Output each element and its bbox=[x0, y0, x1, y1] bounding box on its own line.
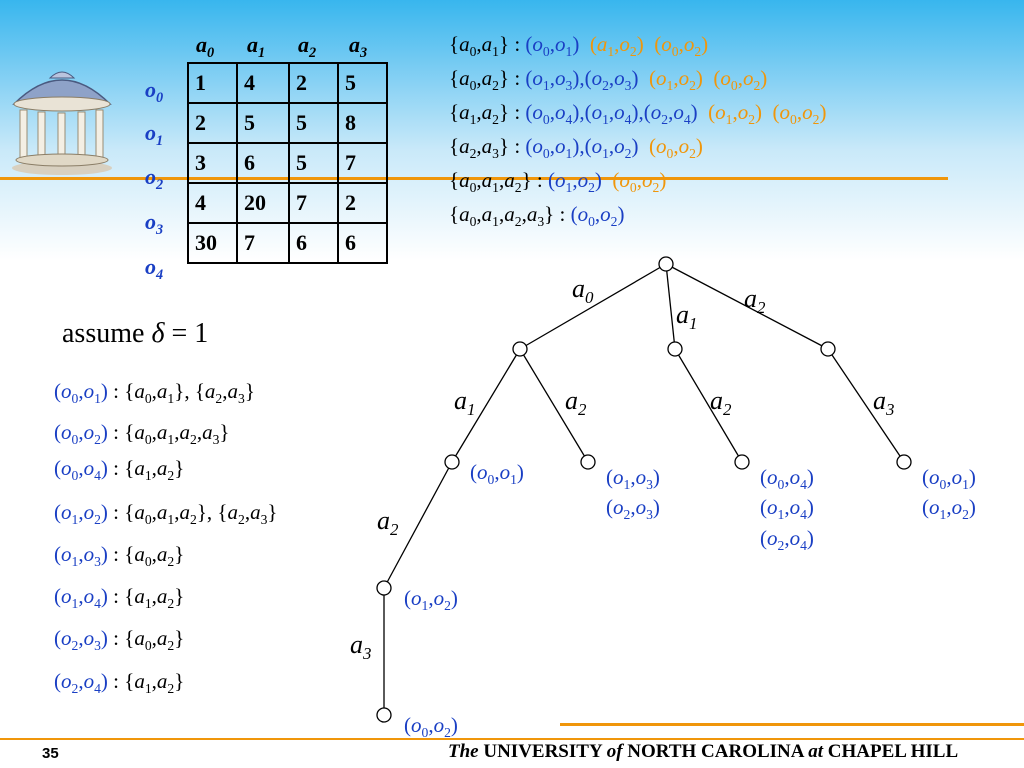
page-number: 35 bbox=[42, 745, 59, 762]
pair-line-7: (o2,o4) : {a1,a2} bbox=[54, 669, 185, 696]
leaf-a2a3-pairs: (o0,o1)(o1,o2) bbox=[922, 465, 976, 523]
row-header-o4: o4 bbox=[145, 254, 164, 283]
attr-set-line-1: {a0,a2} : (o1,o3),(o2,o3) (o1,o2) (o0,o2… bbox=[449, 66, 768, 93]
table-cell: 30 bbox=[187, 222, 238, 264]
tree-node-a0 bbox=[512, 341, 528, 357]
old-well-icon bbox=[12, 71, 112, 175]
table-cell: 5 bbox=[288, 142, 339, 184]
table-cell: 4 bbox=[236, 62, 290, 104]
tree-node-a2a3 bbox=[896, 454, 912, 470]
tree-node-a0a1 bbox=[444, 454, 460, 470]
tree-node-a0a1a2a3 bbox=[376, 707, 392, 723]
table-cell: 8 bbox=[337, 102, 388, 144]
leaf-a1a2-pairs: (o0,o4)(o1,o4)(o2,o4) bbox=[760, 465, 814, 553]
pair-line-5: (o1,o4) : {a1,a2} bbox=[54, 584, 185, 611]
university-footer: The UNIVERSITY of NORTH CAROLINA at CHAP… bbox=[448, 741, 959, 762]
table-cell: 7 bbox=[337, 142, 388, 184]
tree-node-a0a1a2 bbox=[376, 580, 392, 596]
orange-rule-bottom bbox=[560, 723, 1024, 726]
pair-line-6: (o2,o3) : {a0,a2} bbox=[54, 626, 185, 653]
attr-set-line-5: {a0,a1,a2,a3} : (o0,o2) bbox=[449, 202, 625, 229]
row-header-o0: o0 bbox=[145, 77, 164, 106]
pair-line-3: (o1,o2) : {a0,a1,a2}, {a2,a3} bbox=[54, 500, 278, 527]
table-cell: 6 bbox=[337, 222, 388, 264]
row-header-o2: o2 bbox=[145, 164, 164, 193]
col-header-a3: a3 bbox=[349, 32, 368, 61]
edge-label-a2-top: a2 bbox=[744, 284, 766, 317]
pair-line-4: (o1,o3) : {a0,a2} bbox=[54, 542, 185, 569]
edge-label-a1-top: a1 bbox=[676, 300, 698, 333]
table-cell: 5 bbox=[288, 102, 339, 144]
leaf-a0a2-pairs: (o1,o3)(o2,o3) bbox=[606, 465, 660, 523]
edge-label-a3-low: a3 bbox=[350, 630, 372, 663]
tree-node-a1 bbox=[667, 341, 683, 357]
tree-node-a0a2 bbox=[580, 454, 596, 470]
table-cell: 1 bbox=[187, 62, 238, 104]
tree-node-a2 bbox=[820, 341, 836, 357]
pair-line-0: (o0,o1) : {a0,a1}, {a2,a3} bbox=[54, 379, 255, 406]
col-header-a1: a1 bbox=[247, 32, 266, 61]
table-cell: 4 bbox=[187, 182, 238, 224]
table-cell: 2 bbox=[187, 102, 238, 144]
leaf-a0a1a2-pairs: (o1,o2) bbox=[404, 586, 458, 613]
table-cell: 3 bbox=[187, 142, 238, 184]
orange-rule-footer bbox=[0, 738, 1024, 740]
table-cell: 2 bbox=[337, 182, 388, 224]
tree-node-a1a2 bbox=[734, 454, 750, 470]
attr-set-line-3: {a2,a3} : (o0,o1),(o1,o2) (o0,o2) bbox=[449, 134, 703, 161]
leaf-a0a1-pairs: (o0,o1) bbox=[470, 460, 524, 487]
table-cell: 6 bbox=[236, 142, 290, 184]
pair-line-1: (o0,o2) : {a0,a1,a2,a3} bbox=[54, 420, 230, 447]
leaf-a0a1a2a3-pairs: (o0,o2) bbox=[404, 713, 458, 740]
table-cell: 5 bbox=[236, 102, 290, 144]
attr-set-line-4: {a0,a1,a2} : (o1,o2) (o0,o2) bbox=[449, 168, 667, 195]
pair-line-2: (o0,o4) : {a1,a2} bbox=[54, 456, 185, 483]
edge-label-a1-mid: a1 bbox=[454, 386, 476, 419]
orange-rule-top bbox=[0, 177, 948, 180]
tree-node-root bbox=[658, 256, 674, 272]
edge-label-a0: a0 bbox=[572, 274, 594, 307]
col-header-a2: a2 bbox=[298, 32, 317, 61]
old-well-logo bbox=[6, 60, 118, 176]
table-cell: 2 bbox=[288, 62, 339, 104]
table-cell: 7 bbox=[236, 222, 290, 264]
edge-label-a2-mid-right: a2 bbox=[710, 386, 732, 419]
attr-set-line-0: {a0,a1} : (o0,o1) (a1,o2) (o0,o2) bbox=[449, 32, 709, 59]
attr-set-line-2: {a1,a2} : (o0,o4),(o1,o4),(o2,o4) (o1,o2… bbox=[449, 100, 827, 127]
edge-label-a2-mid-left: a2 bbox=[565, 386, 587, 419]
row-header-o1: o1 bbox=[145, 120, 164, 149]
table-cell: 6 bbox=[288, 222, 339, 264]
edge-label-a3-mid: a3 bbox=[873, 386, 895, 419]
table-cell: 5 bbox=[337, 62, 388, 104]
edge-label-a2-low: a2 bbox=[377, 506, 399, 539]
table-cell: 7 bbox=[288, 182, 339, 224]
col-header-a0: a0 bbox=[196, 32, 215, 61]
row-header-o3: o3 bbox=[145, 209, 164, 238]
table-cell: 20 bbox=[236, 182, 290, 224]
assume-delta: assume δ = 1 bbox=[62, 318, 209, 349]
